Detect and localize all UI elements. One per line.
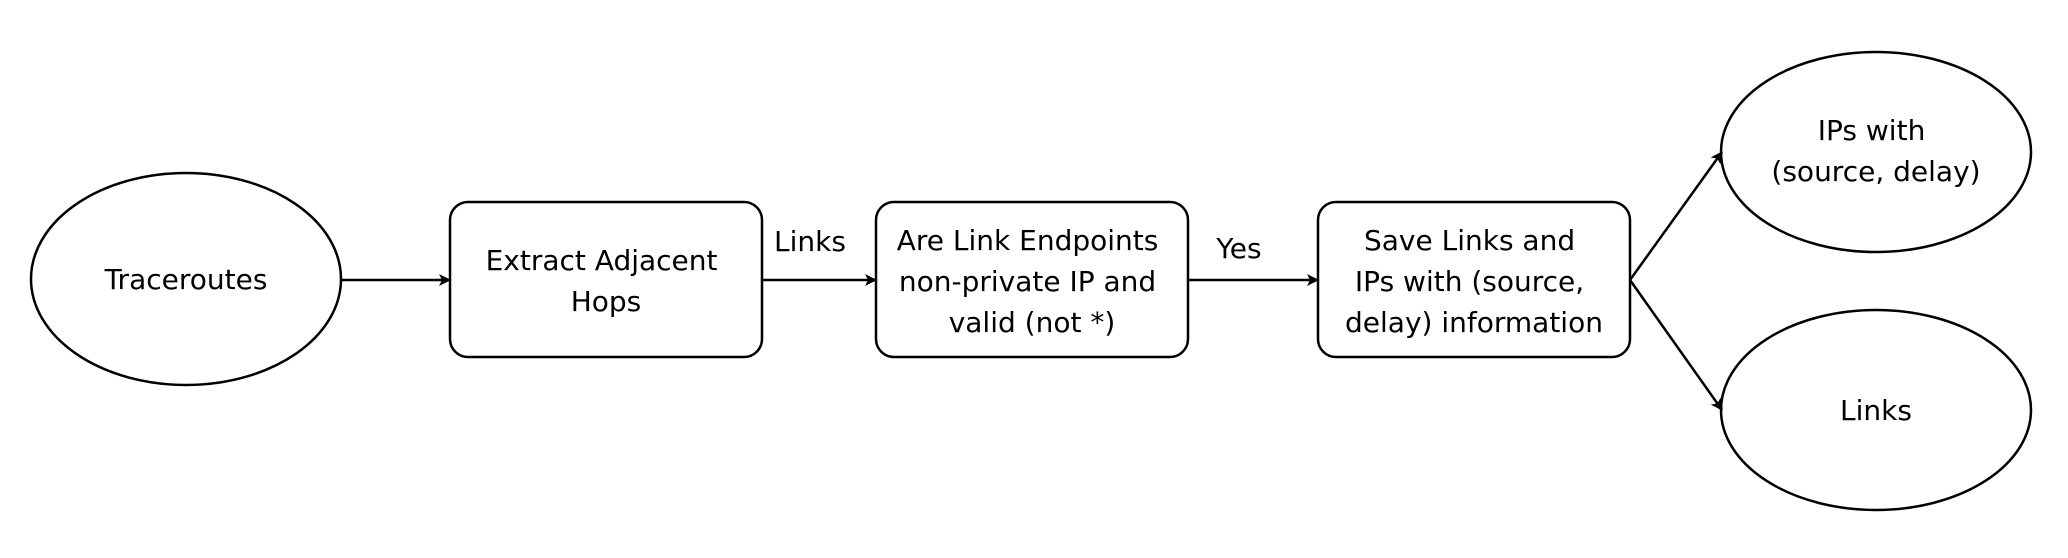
node-extract-line-1: Extract Adjacent	[486, 244, 718, 277]
node-links-output: Links	[1719, 308, 2033, 512]
svg-text:IPs with (source, delay): IPs with (source, delay)	[1771, 114, 1980, 188]
node-check-line-1: Are Link Endpoints	[897, 224, 1159, 257]
edge-label-links: Links	[774, 225, 846, 258]
node-ips-output: IPs with (source, delay)	[1719, 50, 2033, 254]
node-save-line-2: IPs with (source,	[1355, 265, 1584, 298]
node-links-line-1: Links	[1840, 394, 1912, 427]
svg-text:Traceroutes: Traceroutes	[104, 263, 268, 296]
edge-save-to-links	[1628, 279, 1724, 411]
node-save-line-3: delay) information	[1345, 306, 1603, 339]
node-traceroutes: Traceroutes	[29, 171, 343, 387]
node-check-line-2: non-private IP and	[899, 265, 1156, 298]
node-check-line-3: valid (not *)	[949, 306, 1116, 339]
node-ips-line-2: (source, delay)	[1771, 155, 1980, 188]
svg-text:Extract Adjacent Hops: Extract Adjacent Hops	[486, 244, 727, 318]
edge-save-to-ips	[1628, 151, 1724, 281]
node-save-line-1: Save Links and	[1364, 224, 1575, 257]
node-extract-line-2: Hops	[571, 285, 642, 318]
svg-text:Save Links and IPs with: Save Links and IPs with (source, delay) …	[1345, 224, 1603, 339]
node-save-links: Save Links and IPs with (source, delay) …	[1316, 200, 1632, 359]
node-ips-line-1: IPs with	[1818, 114, 1926, 147]
node-check-endpoints: Are Link Endpoints non-private IP and va…	[874, 200, 1190, 359]
edge-label-yes: Yes	[1215, 232, 1261, 265]
svg-text:Are Link Endpoints non-p: Are Link Endpoints non-private IP and va…	[897, 224, 1168, 339]
svg-text:Links: Links	[1840, 394, 1912, 427]
node-extract-adjacent-hops: Extract Adjacent Hops	[448, 200, 764, 359]
node-traceroutes-line-1: Traceroutes	[104, 263, 268, 296]
